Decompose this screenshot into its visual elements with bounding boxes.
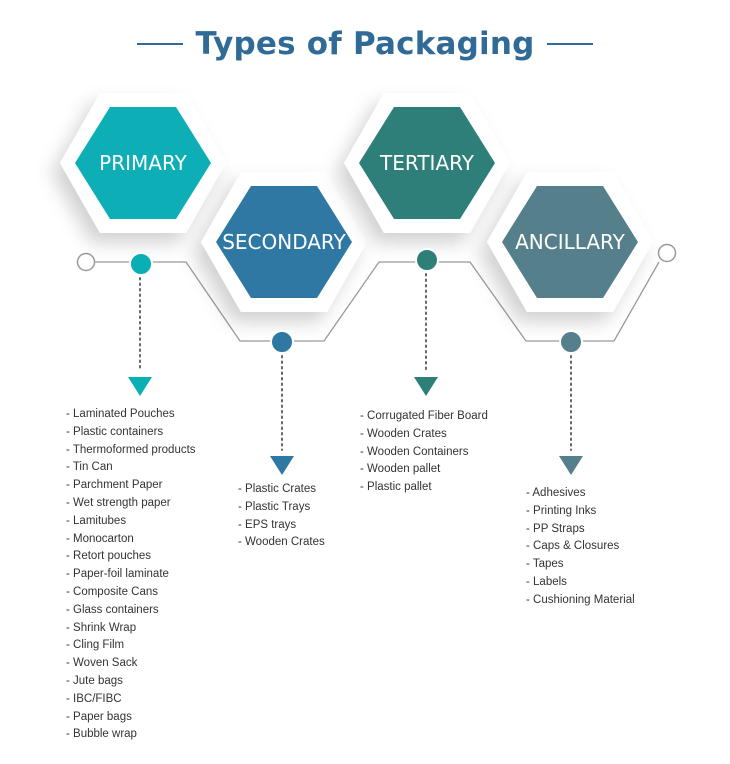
connector-end-circle [657, 243, 677, 263]
list-item: - Woven Sack [66, 657, 138, 670]
list-item: - Bubble wrap [66, 728, 137, 741]
list-item: - Labels [526, 575, 567, 588]
hex-secondary-fill [216, 186, 352, 298]
list-item: - Plastic pallet [360, 481, 432, 494]
hex-ancillary-label: ANCILLARY [515, 230, 626, 254]
node-tertiary [415, 248, 439, 272]
arrow-tertiary [414, 377, 438, 396]
list-item: - Parchment Paper [66, 479, 163, 492]
list-item: - Paper bags [66, 710, 132, 723]
title-rule-left [137, 43, 184, 45]
list-item: - Caps & Closures [526, 540, 620, 553]
list-item: - Cushioning Material [526, 593, 635, 606]
connector-line [94, 261, 660, 342]
hex-tertiary-label: TERTIARY [379, 151, 475, 175]
list-item: - Wooden Crates [360, 427, 447, 440]
list-item: - PP Straps [526, 522, 585, 535]
hex-secondary-label: SECONDARY [222, 230, 346, 254]
node-secondary [270, 330, 294, 354]
hex-primary-label: PRIMARY [99, 151, 187, 175]
title-bar: Types of Packaging [0, 22, 730, 66]
list-item: - Tin Can [66, 461, 113, 474]
list-item: - Cling Film [66, 639, 125, 652]
node-ancillary [559, 330, 583, 354]
list-item: - Composite Cans [66, 585, 159, 598]
arrow-primary [128, 377, 152, 396]
connector-start-circle [76, 252, 96, 272]
list-item: - Plastic Trays [238, 500, 311, 513]
list-item: - Wooden pallet [360, 463, 441, 476]
list-item: - Corrugated Fiber Board [360, 410, 488, 422]
title-rule-right [546, 43, 593, 45]
list-item: - IBC/FIBC [66, 692, 122, 705]
list-item: - Wet strength paper [66, 496, 171, 509]
list-item: - Laminated Pouches [66, 408, 175, 420]
list-item: - Glass containers [66, 603, 159, 616]
hex-primary-fill [75, 107, 211, 219]
list-item: - Adhesives [526, 487, 586, 499]
page-title: Types of Packaging [195, 26, 535, 62]
list-item: - Shrink Wrap [66, 621, 137, 634]
arrow-ancillary [559, 456, 583, 475]
tertiary-list: - Corrugated Fiber Board - Wooden Crates -… [360, 408, 488, 497]
list-item: - Printing Inks [526, 504, 597, 517]
node-primary [129, 252, 153, 276]
list-item: - Jute bags [66, 674, 123, 687]
list-item: - Wooden Containers [360, 445, 469, 458]
list-item: - Wooden Crates [238, 536, 325, 549]
list-item: - Monocarton [66, 532, 134, 545]
list-item: - Lamitubes [66, 514, 127, 527]
hex-secondary [201, 172, 367, 312]
primary-list: - Laminated Pouches - Plastic containers -… [66, 406, 196, 744]
ancillary-list: - Adhesives - Printing Inks - PP Straps - C… [526, 485, 635, 610]
hex-tertiary [344, 93, 510, 233]
list-item: - Thermoformed products [66, 443, 196, 456]
list-item: - EPS trays [238, 518, 297, 531]
arrow-secondary [270, 456, 294, 475]
hex-tertiary-fill [359, 107, 495, 219]
secondary-list: - Plastic Crates - Plastic Trays - EPS tra… [238, 481, 325, 552]
hex-primary [60, 93, 226, 233]
list-item: - Retort pouches [66, 550, 152, 563]
list-item: - Paper-foil laminate [66, 568, 169, 581]
hex-ancillary-fill [502, 186, 638, 298]
list-item: - Plastic containers [66, 425, 164, 438]
hex-ancillary [487, 172, 653, 312]
list-item: - Plastic Crates [238, 483, 316, 495]
list-item: - Tapes [526, 558, 564, 571]
